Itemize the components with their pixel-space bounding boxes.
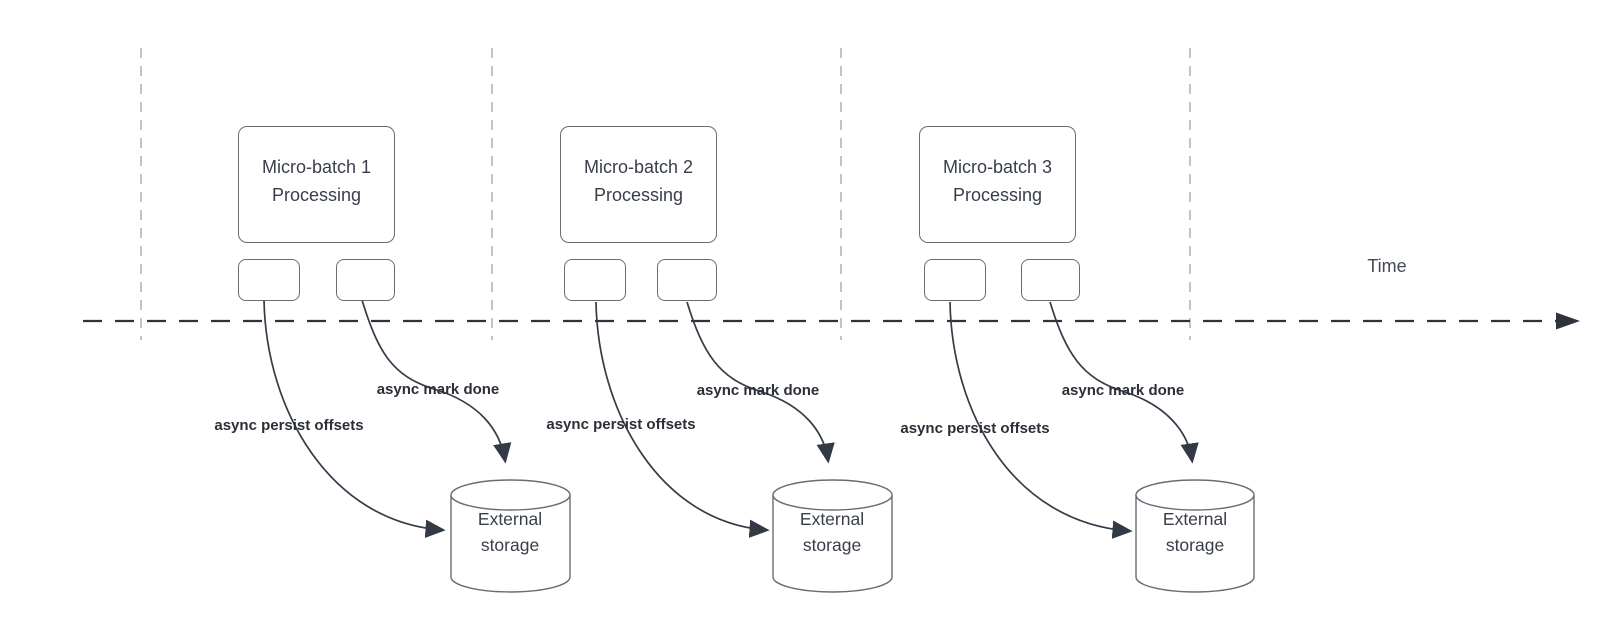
processing-box-label-2: Micro-batch 2 Processing bbox=[583, 157, 694, 205]
done-task-box-2 bbox=[657, 259, 717, 301]
offset-task-box-2 bbox=[564, 259, 626, 301]
done-arrow-label-3: async mark done bbox=[1061, 382, 1185, 399]
processing-box-3: Micro-batch 3 Processing bbox=[919, 126, 1076, 243]
processing-box-label-3: Micro-batch 3 Processing bbox=[942, 157, 1053, 205]
cylinder-top-1 bbox=[450, 479, 571, 511]
external-storage-cylinder-3 bbox=[1135, 479, 1255, 593]
storage-label-2: External storage bbox=[799, 509, 865, 555]
cylinder-top-3 bbox=[1135, 479, 1255, 511]
mark-done-arrow-2 bbox=[686, 301, 835, 464]
storage-label-3: External storage bbox=[1162, 509, 1228, 555]
processing-box-2: Micro-batch 2 Processing bbox=[560, 126, 717, 243]
done-arrow-label-1: async mark done bbox=[376, 381, 500, 398]
async-arrows bbox=[263, 299, 1199, 539]
processing-box-label-1: Micro-batch 1 Processing bbox=[261, 157, 372, 205]
external-storage-cylinder-1 bbox=[450, 479, 571, 593]
time-axis-label: Time bbox=[1367, 256, 1407, 276]
done-task-box-1 bbox=[336, 259, 395, 301]
persist-offsets-arrow-1 bbox=[263, 299, 446, 538]
persist-arrow-label-1: async persist offsets bbox=[214, 417, 364, 434]
persist-arrow-label-3: async persist offsets bbox=[900, 420, 1050, 437]
persist-offsets-arrow-3 bbox=[949, 301, 1133, 539]
persist-offsets-arrow-2 bbox=[595, 301, 770, 538]
cylinder-top-2 bbox=[772, 479, 893, 511]
mark-done-arrow-3 bbox=[1049, 301, 1199, 464]
done-arrow-label-2: async mark done bbox=[696, 382, 820, 399]
external-storage-cylinder-2 bbox=[772, 479, 893, 593]
offset-task-box-1 bbox=[238, 259, 300, 301]
batch-interval-guide-lines bbox=[140, 48, 1191, 340]
done-task-box-3 bbox=[1021, 259, 1080, 301]
storage-label-1: External storage bbox=[477, 509, 543, 555]
mark-done-arrow-1 bbox=[361, 299, 512, 464]
storage-cylinders bbox=[450, 479, 1255, 593]
processing-box-1: Micro-batch 1 Processing bbox=[238, 126, 395, 243]
offset-task-box-3 bbox=[924, 259, 986, 301]
time-axis-arrow-icon bbox=[1556, 312, 1580, 330]
time-axis bbox=[83, 312, 1580, 330]
persist-arrow-label-2: async persist offsets bbox=[546, 416, 696, 433]
